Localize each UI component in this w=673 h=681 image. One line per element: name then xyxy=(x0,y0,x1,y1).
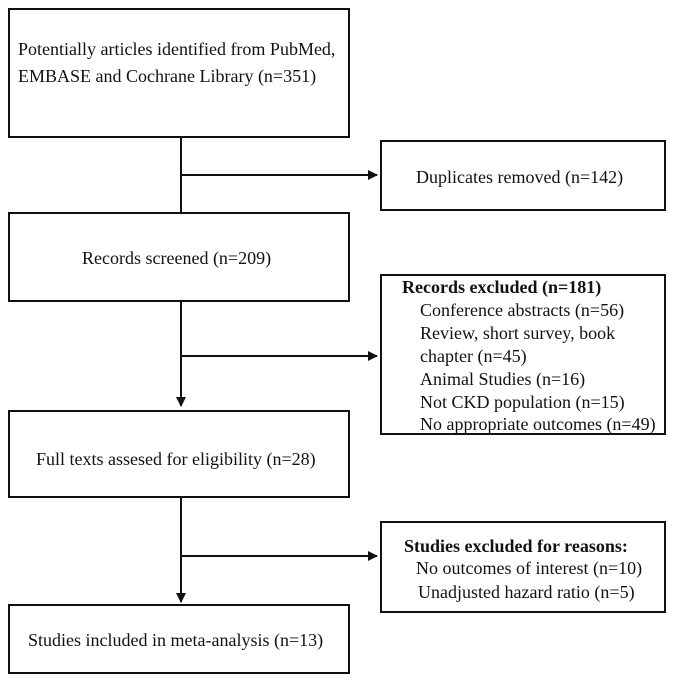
included-box: Studies included in meta-analysis (n=13) xyxy=(8,604,350,674)
full-texts-text: Full texts assesed for eligibility (n=28… xyxy=(36,449,316,469)
identified-box: Potentially articles identified from Pub… xyxy=(8,8,350,138)
records-excluded-title: Records excluded (n=181) xyxy=(402,277,602,297)
studies-excluded-title: Studies excluded for reasons: xyxy=(404,536,628,556)
studies-excluded-item: Unadjusted hazard ratio (n=5) xyxy=(418,582,635,602)
screened-text: Records screened (n=209) xyxy=(82,248,272,268)
records-excluded-item: Animal Studies (n=16) xyxy=(420,369,586,389)
records-excluded-item: Review, short survey, book xyxy=(420,323,616,343)
identified-line2: EMBASE and Cochrane Library (n=351) xyxy=(18,66,317,86)
duplicates-text: Duplicates removed (n=142) xyxy=(416,167,624,187)
records-excluded-item: No appropriate outcomes (n=49) xyxy=(420,414,656,434)
studies-excluded-item: No outcomes of interest (n=10) xyxy=(416,558,643,578)
identified-line1: Potentially articles identified from Pub… xyxy=(18,39,336,59)
screened-box: Records screened (n=209) xyxy=(8,212,350,302)
records-excluded-box: Records excluded (n=181) Conference abst… xyxy=(380,274,666,435)
included-text: Studies included in meta-analysis (n=13) xyxy=(28,630,324,650)
records-excluded-item: Conference abstracts (n=56) xyxy=(420,300,625,320)
full-texts-box: Full texts assesed for eligibility (n=28… xyxy=(8,410,350,498)
duplicates-box: Duplicates removed (n=142) xyxy=(380,140,666,211)
studies-excluded-box: Studies excluded for reasons: No outcome… xyxy=(380,521,666,613)
records-excluded-item: chapter (n=45) xyxy=(420,346,527,366)
records-excluded-item: Not CKD population (n=15) xyxy=(420,392,625,412)
